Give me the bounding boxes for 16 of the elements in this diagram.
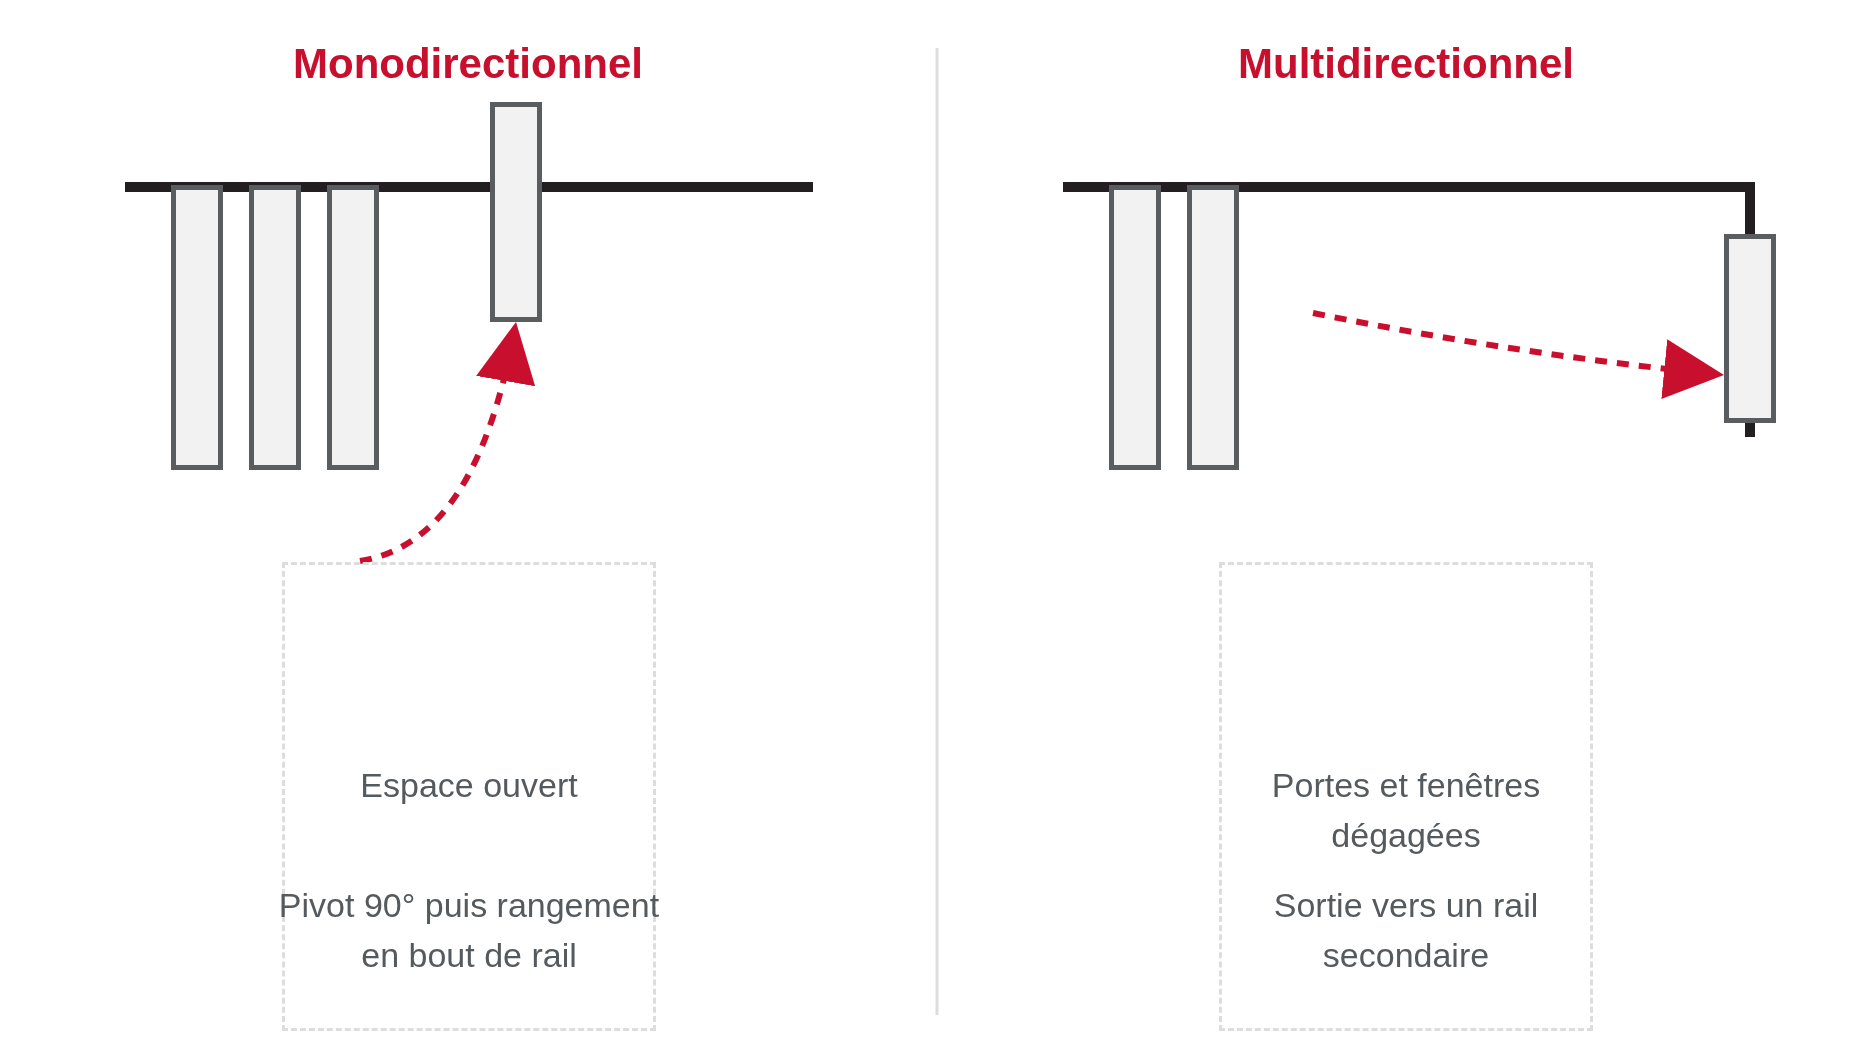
panel-rect [490,102,542,322]
description-text: Sortie vers un rail secondaire [1272,885,1540,976]
section-title: Multidirectionnel [1237,40,1575,88]
description-text: Pivot 90° puis rangement en bout de rail [277,885,661,976]
panel-rect [1109,185,1161,470]
dashed-frame [1219,562,1593,1031]
panel-rect [327,185,379,470]
panel-rect [249,185,301,470]
panel-rect [1724,234,1776,423]
panel-rect [1187,185,1239,470]
benefit-text: Espace ouvert [360,765,578,806]
arrow [359,321,534,564]
benefit-text: Portes et fenêtres dégagées [1270,765,1542,856]
section-title: Monodirectionnel [292,40,644,88]
panel-rect [171,185,223,470]
arrow [1312,310,1725,399]
